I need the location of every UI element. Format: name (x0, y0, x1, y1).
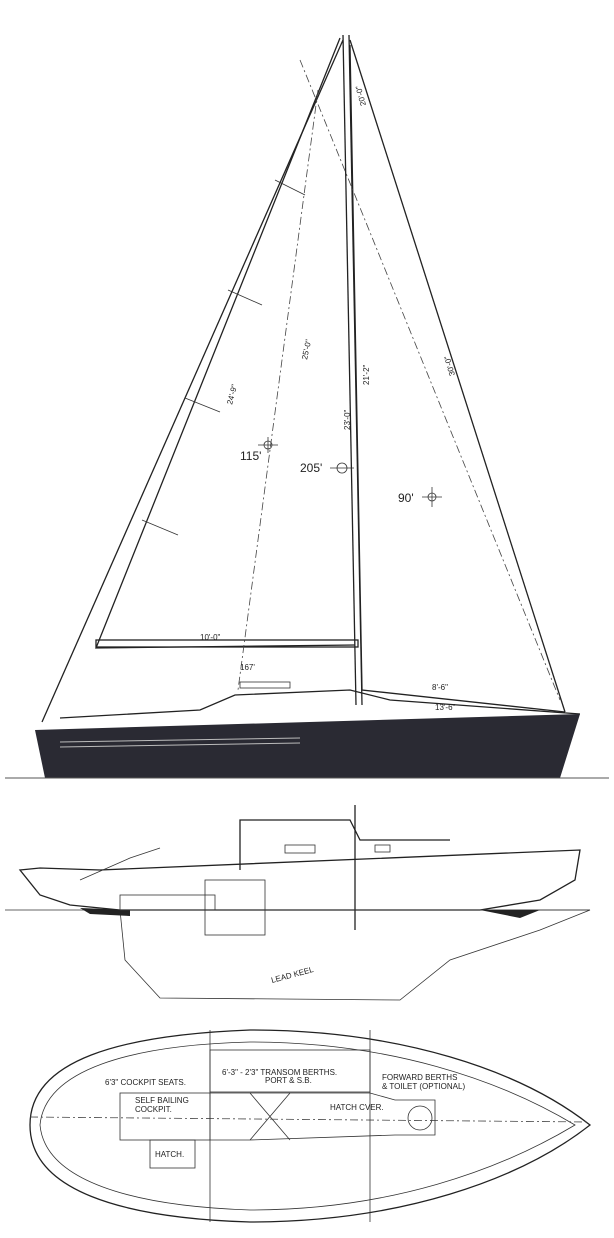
forward-berths-label-1: FORWARD BERTHS (382, 1073, 457, 1082)
cockpit-label-2: COCKPIT. (135, 1105, 172, 1114)
backstay (41, 39, 344, 723)
lead-keel (119, 909, 591, 1001)
main-luff-label: 25'-0" (300, 338, 313, 360)
total-area-label: 205' (300, 461, 322, 475)
hatch-cover-label: HATCH CVER. (330, 1103, 384, 1112)
main-leech-label: 24'-9" (225, 383, 239, 405)
waterline-label: 13'-6" (435, 703, 456, 712)
jib (349, 44, 566, 713)
center-of-effort-marks (258, 437, 442, 507)
boom (95, 639, 359, 648)
boom-length-label: 10'-0" (200, 633, 221, 642)
main-area-label: 115' (240, 449, 261, 463)
keel-label: LEAD KEEL (270, 965, 315, 985)
j-base-label: 8'-6" (432, 683, 448, 692)
forestay (349, 39, 566, 713)
jib-luff-label: 21'-2" (362, 364, 371, 385)
sail-plan: 115' 205' 90' 167' 10'-0" 8'-6" 13'-6" 2… (5, 34, 609, 779)
plan-view: 6'3" COCKPIT SEATS. SELF BAILING COCKPIT… (29, 1029, 592, 1223)
mainsail (95, 37, 356, 649)
cockpit-seats-label: 6'3" COCKPIT SEATS. (105, 1078, 186, 1087)
hatch-label: HATCH. (155, 1150, 184, 1159)
cockpit-label-1: SELF BAILING (135, 1096, 189, 1105)
hull (35, 714, 580, 778)
transom-berths-label-2: PORT & S.B. (265, 1076, 312, 1085)
jib-area-label: 90' (398, 491, 414, 505)
transom-berths-label-1: 6'-3" - 2'3" TRANSOM BERTHS. (222, 1068, 337, 1077)
mast-height-label: 23'-0" (343, 409, 352, 430)
mast (342, 34, 357, 706)
forward-berths-label-2: & TOILET (OPTIONAL) (382, 1082, 465, 1091)
foretriangle-area-label: 167' (240, 663, 255, 672)
profile-view: LEAD KEEL (5, 805, 591, 1001)
